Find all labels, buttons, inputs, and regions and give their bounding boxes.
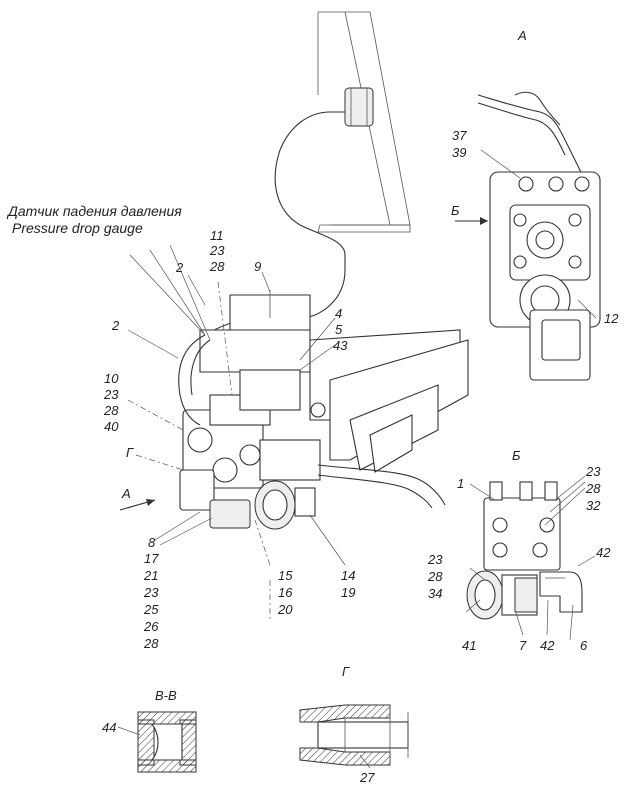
section-label-vv: В-В (155, 688, 177, 703)
callout-39: 39 (452, 145, 466, 160)
callout-27: 27 (359, 770, 375, 785)
view-direction-arrows (119, 217, 488, 511)
callout-23: 23 (427, 552, 443, 567)
callout-12: 12 (604, 311, 619, 326)
view-b-unit (466, 481, 583, 620)
callout-7: 7 (519, 638, 527, 653)
callout-25: 25 (143, 602, 159, 617)
callout-2: 2 (175, 260, 184, 275)
callout-15: 15 (278, 568, 293, 583)
callout-28: 28 (103, 403, 119, 418)
section-g (299, 704, 409, 766)
callout-23: 23 (585, 464, 601, 479)
view-label-a-arrow: А (121, 486, 131, 501)
callout-4: 4 (335, 306, 342, 321)
callout-43: 43 (333, 338, 348, 353)
callouts: 2 2 11 23 28 9 4 5 43 10 23 28 40 8 17 2… (102, 128, 619, 785)
callout-10: 10 (104, 371, 119, 386)
callout-40: 40 (104, 419, 119, 434)
callout-28: 28 (143, 636, 159, 651)
callout-28: 28 (427, 569, 443, 584)
callout-23: 23 (103, 387, 119, 402)
callout-17: 17 (144, 551, 159, 566)
callout-23: 23 (209, 243, 225, 258)
callout-42: 42 (540, 638, 555, 653)
view-label-g-main: Г (126, 445, 134, 460)
callout-6: 6 (580, 638, 588, 653)
leader-lines (117, 149, 597, 769)
callout-44: 44 (102, 720, 116, 735)
view-label-b: Б (512, 448, 521, 463)
callout-16: 16 (278, 585, 293, 600)
callout-5: 5 (335, 322, 343, 337)
section-vv (137, 711, 197, 773)
callout-14: 14 (341, 568, 355, 583)
callout-23: 23 (143, 585, 159, 600)
callout-34: 34 (428, 586, 442, 601)
callout-8: 8 (148, 535, 156, 550)
callout-37: 37 (452, 128, 467, 143)
callout-1: 1 (457, 476, 464, 491)
callout-26: 26 (143, 619, 159, 634)
section-label-g: Г (342, 664, 350, 679)
callout-42: 42 (596, 545, 611, 560)
title-ru: Датчик падения давления (6, 203, 182, 219)
title-en: Pressure drop gauge (12, 220, 143, 236)
view-label-a-top: А (517, 28, 527, 43)
callout-19: 19 (341, 585, 355, 600)
callout-9: 9 (254, 259, 261, 274)
callout-2: 2 (111, 318, 120, 333)
callout-21: 21 (143, 568, 158, 583)
callout-11: 11 (210, 228, 224, 243)
callout-20: 20 (277, 602, 293, 617)
callout-28: 28 (585, 481, 601, 496)
view-a-unit (477, 91, 601, 381)
view-label-b-arrow: Б (451, 203, 460, 218)
callout-32: 32 (586, 498, 601, 513)
callout-41: 41 (462, 638, 476, 653)
callout-28: 28 (209, 259, 225, 274)
